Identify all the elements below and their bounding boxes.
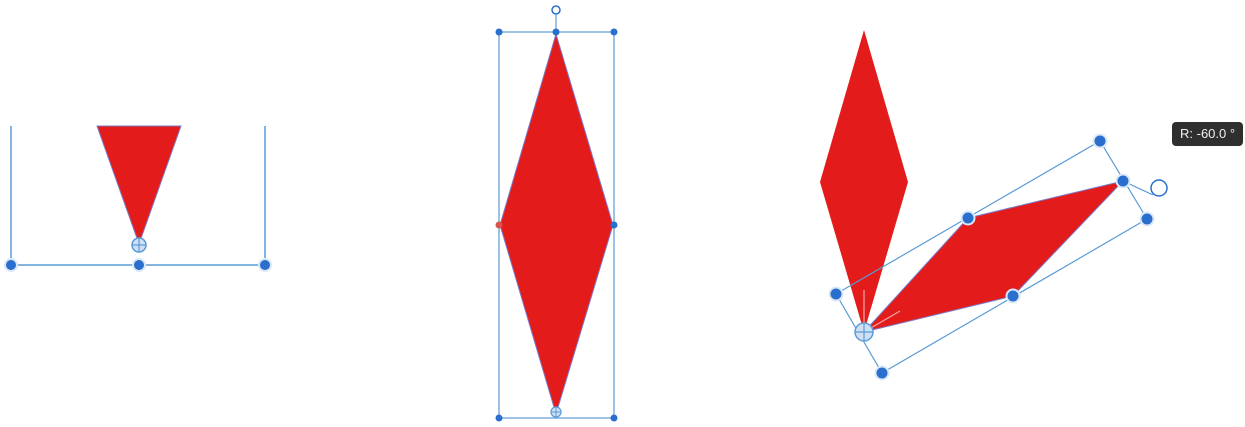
anchor-point-icon[interactable] (550, 406, 562, 418)
handle-dot-icon[interactable] (960, 210, 976, 226)
handle-dot-icon[interactable] (610, 221, 618, 229)
red-diamond-tip[interactable] (96, 125, 182, 246)
handle-dot-icon[interactable] (4, 258, 18, 272)
rotate-handle-icon[interactable] (551, 5, 561, 15)
handle-dot-icon[interactable] (828, 286, 844, 302)
handle-dot-icon[interactable] (258, 258, 272, 272)
tip-closeup-panel (4, 125, 272, 272)
handle-dot-icon[interactable] (1115, 173, 1131, 189)
handle-dot-icon[interactable] (1092, 133, 1108, 149)
scaled-diamond-panel (495, 5, 618, 422)
handle-dot-icon[interactable] (1005, 288, 1021, 304)
anchor-point-icon[interactable] (854, 322, 874, 342)
handle-dot-icon[interactable] (552, 28, 560, 36)
handle-dot-icon[interactable] (495, 221, 503, 229)
handle-dot-icon[interactable] (1139, 211, 1155, 227)
rotate-handle-icon[interactable] (1150, 179, 1168, 197)
handle-dot-icon[interactable] (495, 414, 503, 422)
handle-dot-icon[interactable] (874, 365, 890, 381)
anchor-point-icon[interactable] (131, 237, 147, 253)
handle-dot-icon[interactable] (610, 414, 618, 422)
handle-dot-icon[interactable] (132, 258, 146, 272)
handle-dot-icon[interactable] (495, 28, 503, 36)
rotated-diamond-panel (820, 30, 1168, 381)
rotated-red-diamond[interactable] (862, 180, 1125, 333)
red-diamond[interactable] (499, 32, 614, 416)
handle-dot-icon[interactable] (610, 28, 618, 36)
original-red-diamond[interactable] (820, 30, 908, 332)
rotation-tooltip: R: -60.0 ° (1172, 122, 1244, 146)
